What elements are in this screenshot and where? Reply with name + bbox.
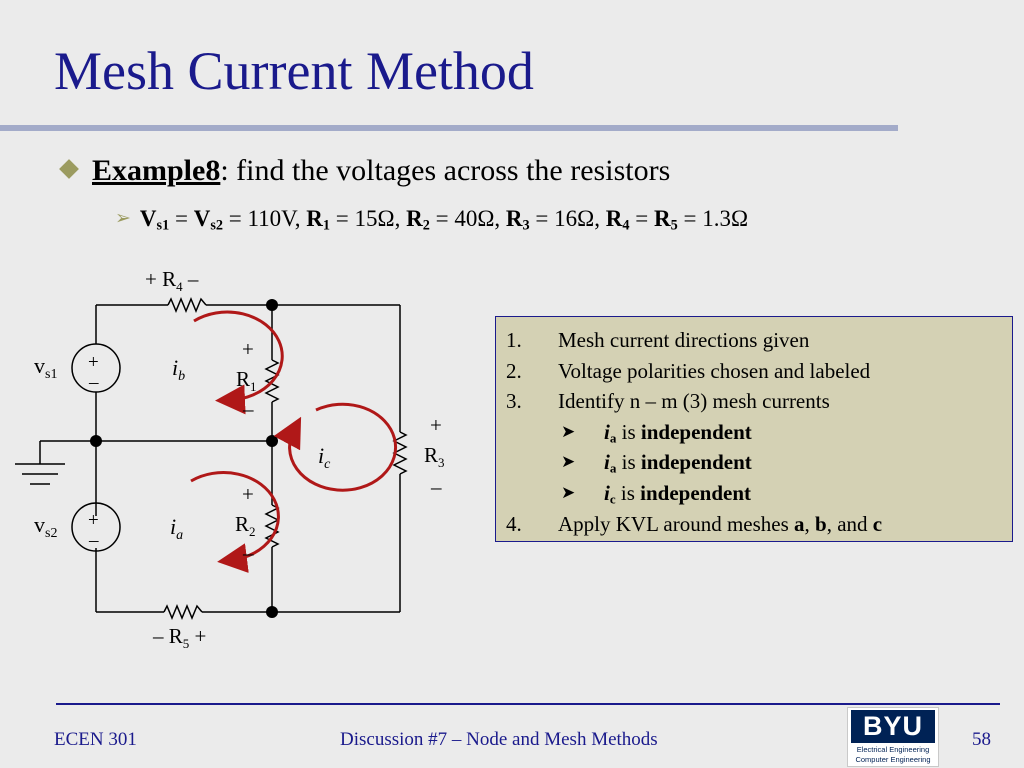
r45-value: = 1.3Ω <box>677 206 749 231</box>
arrowhead-bullet-icon: ➢ <box>115 208 131 229</box>
solution-steps-box: 1.Mesh current directions given 2.Voltag… <box>495 316 1013 542</box>
slide-title: Mesh Current Method <box>54 41 534 101</box>
page-number: 58 <box>972 729 991 750</box>
chevron-right-icon: ➤ <box>561 421 576 441</box>
given-values: ➢ Vs1 = Vs2 = 110V, R1 = 15Ω, R2 = 40Ω, R… <box>115 206 749 234</box>
r3-plus: + <box>430 413 442 437</box>
example-label: Example8 <box>92 154 221 187</box>
equals-sign: = <box>629 206 654 231</box>
sub-step-item: ➤ic is independent <box>496 478 1002 509</box>
vs1-minus: – <box>88 372 99 393</box>
equals-sign: = <box>169 206 194 231</box>
vs2-label: vs2 <box>34 512 57 541</box>
step-item: 4.Apply KVL around meshes a, b, and c <box>506 511 883 536</box>
logo-line-1: Electrical Engineering <box>856 745 930 754</box>
footer-topic: Discussion #7 – Node and Mesh Methods <box>340 729 658 750</box>
r2-plus: + <box>242 482 254 506</box>
ia-label: ia <box>170 514 183 543</box>
r2-symbol: R2 <box>406 206 430 234</box>
r1-minus: – <box>242 397 254 421</box>
step-item: 1.Mesh current directions given <box>506 328 810 352</box>
r3-label: R3 <box>424 443 445 470</box>
example-text: : find the voltages across the resistors <box>220 154 671 187</box>
ib-label: ib <box>172 355 185 384</box>
r4-symbol: R4 <box>605 206 630 234</box>
circuit-wires <box>15 297 408 620</box>
ic-label: ic <box>318 443 331 472</box>
logo-line-2: Computer Engineering <box>855 755 931 764</box>
mesh-current-arrows <box>190 310 398 573</box>
r5-symbol: R5 <box>653 206 678 234</box>
vs1-label: vs1 <box>34 353 57 382</box>
footer-course: ECEN 301 <box>54 729 137 750</box>
r3-symbol: R3 <box>505 206 530 234</box>
r2-value: = 40Ω, <box>429 206 506 231</box>
vs2-symbol: Vs2 <box>193 206 223 234</box>
title-divider <box>0 125 898 131</box>
step-item: 3.Identify n – m (3) mesh currents <box>506 389 830 414</box>
chevron-right-icon: ➤ <box>561 482 576 502</box>
r3-minus: – <box>430 475 442 499</box>
r1-label: R1 <box>236 367 257 394</box>
vs-value: = 110V, <box>223 206 307 231</box>
example-bullet: Example8: find the voltages across the r… <box>59 154 671 188</box>
r4-label: + R4 – <box>145 267 199 294</box>
vs2-plus: + <box>88 510 99 531</box>
r2-minus: – <box>242 541 254 565</box>
r1-value: = 15Ω, <box>330 206 407 231</box>
vs1-plus: + <box>88 352 99 373</box>
byu-logo: BYU Electrical Engineering Computer Engi… <box>847 707 939 767</box>
step-item: 2.Voltage polarities chosen and labeled <box>506 358 871 383</box>
r5-label: – R5 + <box>152 624 206 651</box>
vs2-minus: – <box>88 530 99 551</box>
sub-step-item: ➤ia is independent <box>496 447 1002 478</box>
footer-divider <box>56 703 1000 705</box>
vs1-symbol: Vs1 <box>139 206 170 234</box>
r1-symbol: R1 <box>306 206 331 234</box>
logo-mark: BYU <box>851 710 935 743</box>
r3-value: = 16Ω, <box>529 206 606 231</box>
sub-step-item: ➤ia is independent <box>496 417 1002 448</box>
circuit-nodes <box>90 299 278 618</box>
chevron-right-icon: ➤ <box>561 452 576 472</box>
r2-label: R2 <box>235 512 256 539</box>
r1-plus: + <box>242 337 254 361</box>
